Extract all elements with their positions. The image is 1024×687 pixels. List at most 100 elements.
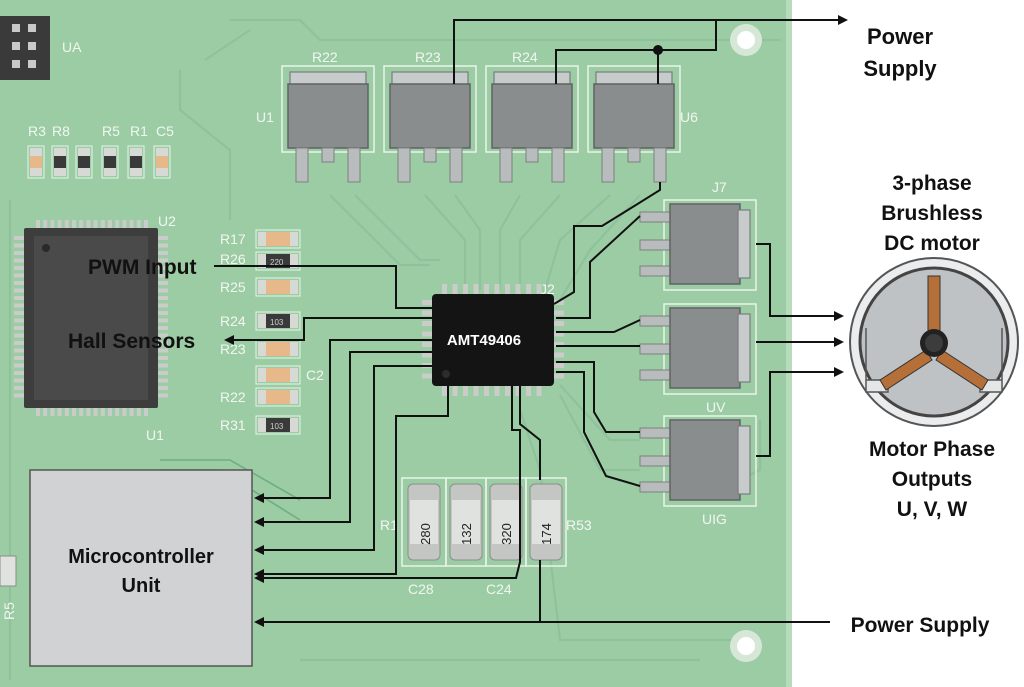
ic-pin <box>14 356 24 360</box>
ic-pin <box>554 310 564 316</box>
silk-u1-left: U1 <box>146 427 164 443</box>
ic-pin <box>463 284 468 294</box>
resistor-value-280: 280 <box>418 523 433 545</box>
ic-pin <box>100 408 105 416</box>
ic-pin <box>158 311 168 315</box>
ic-pin <box>36 220 40 228</box>
ic-pin <box>36 408 40 416</box>
ic-pin <box>79 408 84 416</box>
ic-pin <box>526 284 531 294</box>
ic-pin <box>158 303 168 308</box>
ic-pin <box>463 386 468 396</box>
ic-pin <box>64 408 69 416</box>
resistor-132 <box>445 477 487 567</box>
ic-pin <box>14 393 24 398</box>
callout-hall-sensors: Hall Sensors <box>68 330 195 353</box>
silk-c2: C2 <box>306 367 324 383</box>
ic-pin <box>14 266 24 270</box>
ic-pin <box>14 363 24 368</box>
ic-pin <box>158 318 168 323</box>
ic-pin <box>86 220 91 228</box>
connection-wires <box>214 15 848 627</box>
ic-pin <box>422 342 432 347</box>
ic-pin <box>57 408 62 416</box>
silk-uv: UV <box>706 399 726 415</box>
ic-pin <box>442 386 447 396</box>
silk-r24-left: R24 <box>220 313 246 329</box>
resistor-320 <box>485 477 527 567</box>
callout-phase-outputs-line2: Outputs <box>892 468 972 491</box>
ic-pin <box>158 236 168 240</box>
ic-pin <box>554 321 564 326</box>
silk-r1-top: R1 <box>130 123 148 139</box>
ic-pin <box>57 220 62 228</box>
ic-pin <box>122 408 127 416</box>
smd-resistor-row <box>27 145 171 179</box>
callout-power-supply-top-line2: Supply <box>863 56 937 81</box>
ic-pin <box>64 220 69 228</box>
ic-pin <box>72 220 76 228</box>
ic-pin <box>158 333 168 338</box>
ic-pin <box>452 284 458 294</box>
ic-pin <box>14 243 24 248</box>
silk-r26: R26 <box>220 251 246 267</box>
ic-pin <box>115 220 120 228</box>
ic-pin <box>14 236 24 240</box>
ic-pin <box>14 258 24 263</box>
silk-u1-top: U1 <box>256 109 274 125</box>
ic-pin <box>72 408 76 416</box>
ic-pin <box>422 373 432 379</box>
silk-r1-bottom: R1 <box>380 517 398 533</box>
ic-pin <box>14 273 24 278</box>
ic-pin <box>473 284 479 294</box>
mosfet-phase-3 <box>639 415 757 507</box>
ic-pin <box>452 386 458 396</box>
callout-motor-line3: DC motor <box>884 232 980 255</box>
ic-pin <box>536 284 542 294</box>
ic-pin <box>422 310 432 316</box>
ic-pin <box>158 266 168 270</box>
ic-pin <box>158 258 168 263</box>
ic-pin <box>14 326 24 330</box>
pin-header-icon <box>0 16 50 80</box>
ic-pin <box>93 408 98 416</box>
ic-pin <box>136 408 141 416</box>
ic-pin <box>129 220 134 228</box>
ic-pin <box>86 408 91 416</box>
callout-phase-outputs-line1: Motor Phase <box>869 438 995 461</box>
callout-pwm-input: PWM Input <box>88 256 196 279</box>
silk-c5: C5 <box>156 123 174 139</box>
ic-pin <box>484 284 489 294</box>
smd-code-r26: 220 <box>270 258 284 267</box>
mosfet-u3 <box>485 65 579 183</box>
smd-code-r31: 103 <box>270 422 284 431</box>
ic-pin <box>505 284 510 294</box>
ic-pin <box>554 352 564 358</box>
ic-pin <box>136 220 141 228</box>
ic-pin <box>14 386 24 390</box>
ic-pin <box>43 408 48 416</box>
silk-r8: R8 <box>52 123 70 139</box>
silk-r22-top: R22 <box>312 49 338 65</box>
callout-motor-line1: 3-phase <box>892 172 971 195</box>
ic-pin <box>422 321 432 326</box>
ic-pin <box>158 243 168 248</box>
silk-uig: UIG <box>702 511 727 527</box>
ic-pin <box>442 284 447 294</box>
ic-pin <box>14 341 24 345</box>
silk-r23: R23 <box>415 49 441 65</box>
ic-pin <box>14 251 24 255</box>
ic-pin <box>158 251 168 255</box>
ic-pin <box>129 408 134 416</box>
resistor-174 <box>525 477 567 567</box>
smd-resistor-column <box>255 229 301 435</box>
ic-pin <box>554 300 564 305</box>
silk-u6: U6 <box>680 109 698 125</box>
ic-pin <box>554 373 564 379</box>
ic-pin <box>515 386 521 396</box>
ic-pin <box>505 386 510 396</box>
ic-pin <box>108 220 112 228</box>
ic-pin <box>50 220 55 228</box>
ic-pin <box>422 331 432 337</box>
